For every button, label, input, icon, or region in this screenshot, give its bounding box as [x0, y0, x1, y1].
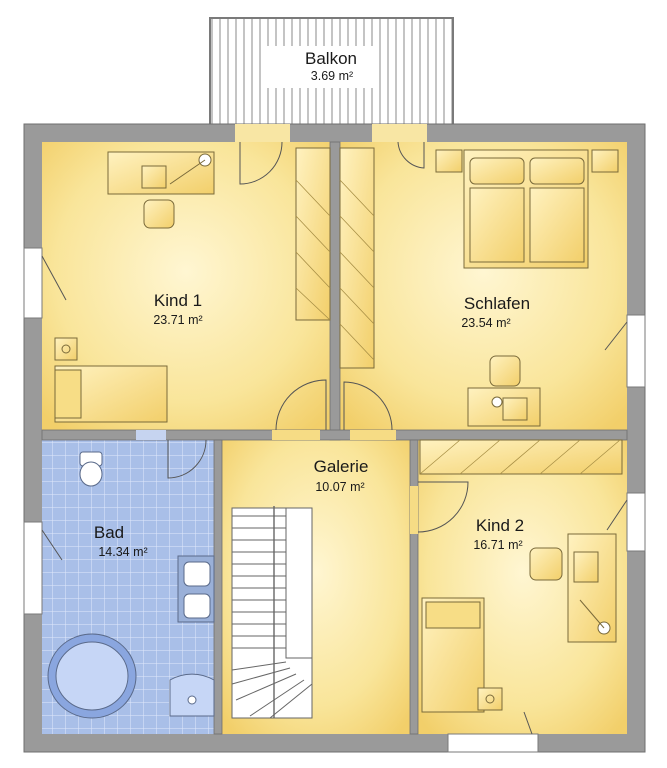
room-name-kind1: Kind 1 [154, 291, 202, 310]
room-area-balkon: 3.69 m² [311, 69, 353, 83]
stair-tread [235, 673, 297, 701]
room-name-galerie: Galerie [314, 457, 369, 476]
toilet-bowl [79, 461, 103, 487]
room-area-galerie: 10.07 m² [315, 480, 364, 494]
nightstand [477, 687, 503, 711]
schlafen-furniture [435, 149, 619, 427]
kind2-furniture [421, 533, 617, 713]
stair-tread [269, 683, 313, 719]
bath-fixtures [47, 451, 215, 719]
wardrobes [295, 147, 623, 475]
staircase [231, 506, 313, 719]
balcony [209, 17, 454, 131]
chair [143, 199, 175, 229]
room-name-bad: Bad [94, 523, 124, 542]
room-name-balkon: Balkon [305, 49, 357, 68]
nightstand [54, 337, 78, 361]
windows [23, 247, 646, 753]
room-area-kind1: 23.71 m² [153, 313, 202, 327]
room-area-bad: 14.34 m² [98, 545, 147, 559]
kind1-furniture [54, 151, 215, 423]
stair-tread [249, 679, 305, 717]
room-name-schlafen: Schlafen [464, 294, 530, 313]
door-openings [136, 124, 427, 534]
room-name-kind2: Kind 2 [476, 516, 524, 535]
stair-tread [231, 667, 291, 685]
room-labels: Balkon 3.69 m² Kind 1 23.71 m² Schlafen … [94, 49, 530, 559]
room-area-schlafen: 23.54 m² [461, 316, 510, 330]
shower [169, 673, 215, 717]
door-swings [41, 141, 628, 735]
room-area-kind2: 16.71 m² [473, 538, 522, 552]
stair-tread [231, 661, 287, 671]
